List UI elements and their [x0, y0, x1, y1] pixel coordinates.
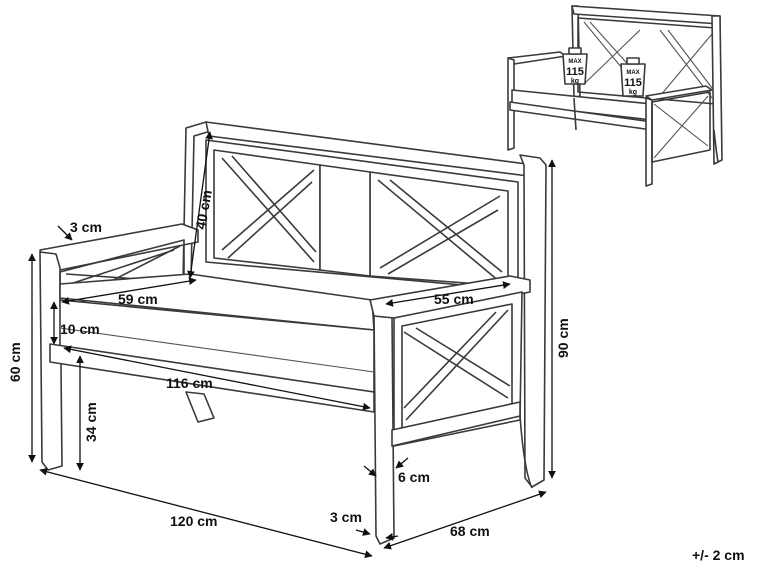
badge-max-unit-right: kg [629, 89, 637, 96]
label-seat-width: 116 cm [166, 375, 213, 391]
label-seat-depth: 59 cm [118, 291, 158, 307]
label-backrest-height: 40 cm [192, 189, 215, 231]
label-arm-height: 60 cm [7, 342, 23, 382]
badge-max-label-right: MAX [626, 70, 639, 76]
dimension-lines [28, 131, 556, 559]
label-armrest-depth: 55 cm [434, 291, 474, 307]
label-armrest-thickness: 3 cm [70, 219, 102, 235]
badge-max-value-right: 115 [624, 77, 642, 89]
badge-max-label-left: MAX [568, 59, 581, 65]
label-total-width: 120 cm [170, 513, 217, 529]
dimension-labels: 40 cm 3 cm 59 cm 55 cm 10 cm 116 cm 90 c… [7, 189, 745, 563]
bench-drawing [39, 121, 547, 545]
weight-badge-left: MAX 115 kg [562, 47, 588, 85]
label-total-depth: 68 cm [450, 523, 490, 539]
label-tolerance: +/- 2 cm [692, 547, 745, 563]
badge-max-value-left: 115 [566, 66, 584, 78]
label-leg-thickness: 3 cm [330, 509, 362, 525]
label-cushion-thickness: 10 cm [60, 321, 100, 337]
label-seat-height: 34 cm [83, 402, 99, 442]
badge-max-unit-left: kg [571, 78, 579, 85]
load-bench-illustration: MAX 115 kg MAX 115 kg [507, 5, 723, 187]
weight-badge-right: MAX 115 kg [620, 57, 646, 97]
label-total-height: 90 cm [555, 318, 571, 358]
label-leg-width: 6 cm [398, 469, 430, 485]
